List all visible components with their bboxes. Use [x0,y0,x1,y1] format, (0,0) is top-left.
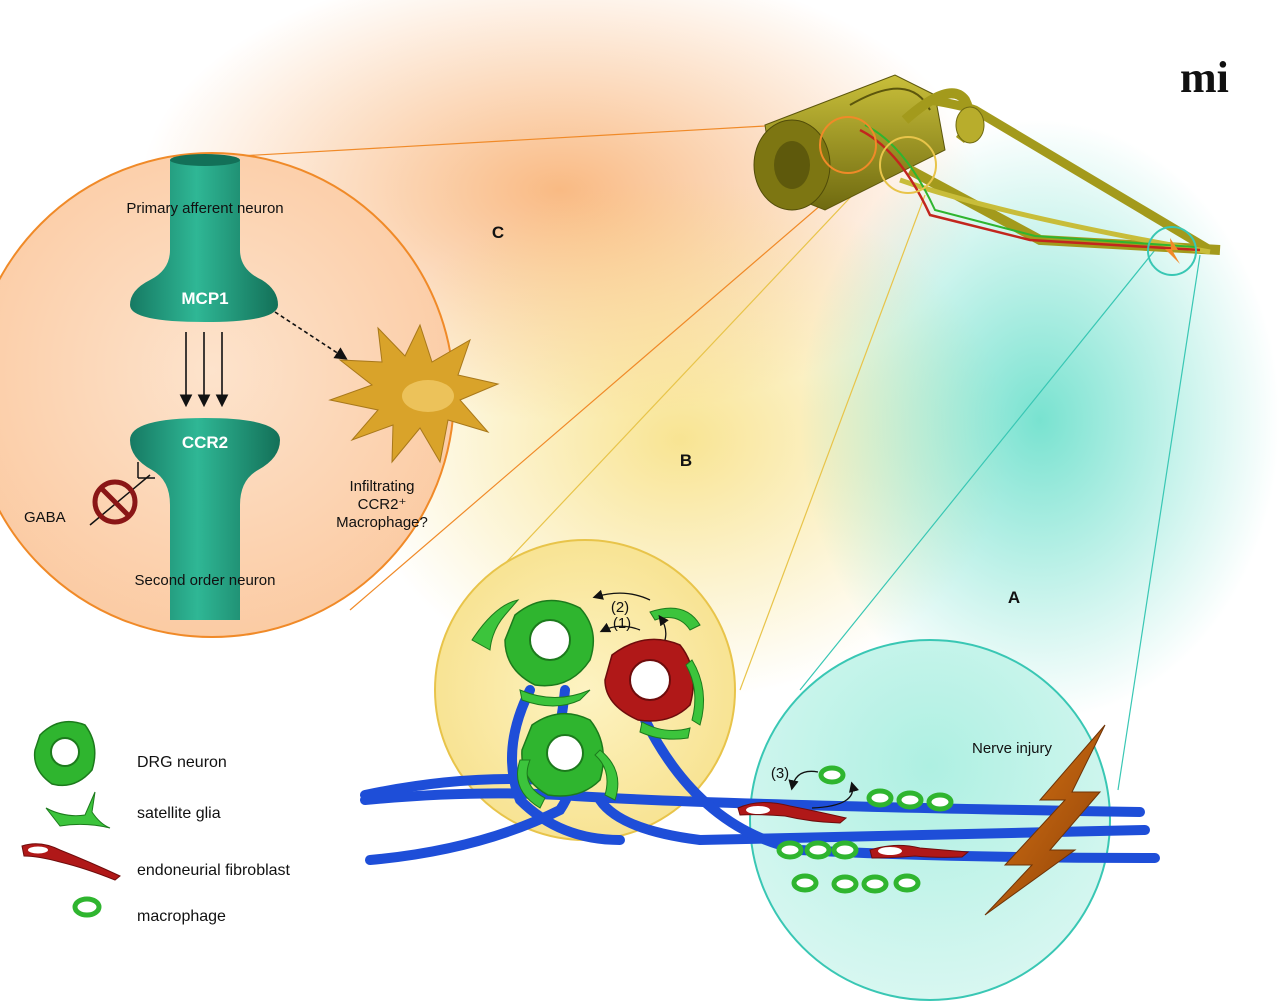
primary-afferent-neuron [130,160,278,322]
second-order-neuron [130,418,280,620]
macrophage [893,873,921,893]
legend-macrophage-icon [72,896,102,918]
gaba-label: GABA [24,509,66,526]
nerve-injury-bolt [984,724,1106,916]
satellite-glia [639,721,691,740]
signal-arrows [179,311,348,408]
macrophage [791,873,819,893]
macrophage [861,874,889,894]
macrophage [896,790,924,810]
zoom-lines [169,121,1201,791]
step-1-label: (1) [613,615,631,632]
fibroblast-nucleus [878,847,902,855]
legend: DRG neuron satellite glia endoneurial fi… [21,720,291,925]
step-3-label: (3) [771,765,789,782]
teal-glow [800,120,1280,720]
macrophage-label-line2: CCR2⁺ [358,496,407,513]
panel-b-label: B [680,451,692,470]
panel-b-arrows [592,589,669,641]
journal-logo: mi [1180,53,1229,102]
macrophage [804,840,832,860]
macrophage-label-line1: Infiltrating [349,478,414,495]
legend-macrophage-label: macrophage [137,908,226,925]
macrophage-label-line3: Macrophage? [336,514,428,531]
macrophages [776,765,954,894]
satellite-glia [519,689,591,707]
legend-satellite-glia-label: satellite glia [137,805,221,822]
macrophage [831,840,859,860]
primary-afferent-label: Primary afferent neuron [126,200,283,217]
drg-neuron [504,599,595,687]
macrophage [926,792,954,812]
satellite-glia [517,759,546,809]
satellite-glia [594,749,619,801]
macrophage [776,840,804,860]
macrophage [831,874,859,894]
legend-fibroblast-label: endoneurial fibroblast [137,862,291,879]
fibroblast-nucleus [746,806,770,814]
panel-a-circle [749,639,1111,1001]
step-2-label: (2) [611,599,629,616]
ccr2-label: CCR2 [182,433,228,452]
mcp1-label: MCP1 [181,289,228,308]
macrophage [818,765,846,785]
legend-drg-neuron-icon [33,720,96,787]
spinal-cord-illustration [753,74,1221,276]
macrophage [866,788,894,808]
drg-neuron [521,712,605,797]
neuron-top [170,154,240,166]
legend-drg-neuron-label: DRG neuron [137,754,227,771]
injured-drg-neuron [604,638,695,722]
satellite-glia [685,659,705,726]
panel-a-label: A [1008,588,1020,607]
drg-neuron-cluster [471,599,705,809]
gaba-blocked-icon [89,462,155,526]
second-order-label: Second order neuron [135,572,276,589]
macrophage-nucleus [402,380,454,412]
nerve-injury-label: Nerve injury [972,740,1053,757]
endoneurial-fibroblasts [737,802,970,859]
satellite-glia [471,599,520,651]
legend-fibroblast-icon [21,843,121,881]
panel-c-label: C [492,223,504,242]
panel-a-arrows [788,770,860,809]
legend-satellite-glia-icon [45,791,111,829]
